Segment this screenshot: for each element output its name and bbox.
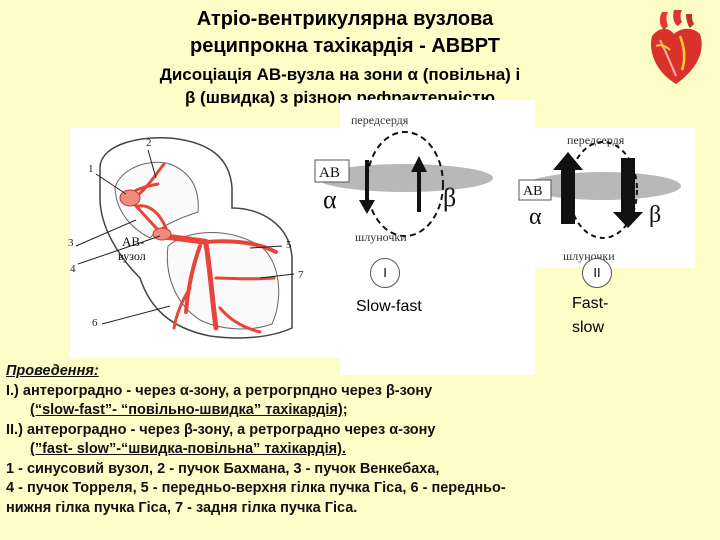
atria-label-1: передсердя	[351, 113, 409, 127]
conduction-line-i-sub: (“slow-fast”- “повільно-швидка” тахікард…	[30, 402, 348, 418]
slow-fast-circuit: передсердя АВ α β шлуночки	[314, 113, 493, 244]
alpha-arrow-head-2	[553, 152, 583, 170]
alpha-arrow-head-1	[359, 200, 375, 214]
alpha-label-2: α	[529, 204, 542, 230]
page-title: Атріо-вентрикулярна вузлова реципрокна т…	[120, 6, 570, 60]
subtitle-line-1: Дисоціація АВ-вузла на зони α (повільна)…	[159, 65, 521, 84]
slow-fast-panel-bg	[340, 100, 535, 375]
fast-slow-label-line-1: Fast-	[572, 295, 609, 312]
av-box-1	[314, 159, 350, 183]
beta-arrow-head-1	[411, 156, 427, 172]
fast-slow-label: Fast- slow	[572, 292, 608, 340]
sinus-node	[119, 189, 141, 207]
fast-slow-label-line-2: slow	[572, 319, 605, 336]
av-label-1: АВ	[319, 165, 340, 181]
av-node-label-2: вузол	[118, 249, 146, 263]
av-node-label-1: АВ-	[122, 234, 144, 249]
title-line-2: реципрокна тахікардія - АВВРТ	[190, 35, 500, 57]
beta-label-1: β	[443, 183, 456, 212]
mode-two-marker: II	[582, 258, 612, 288]
ventricles-label-1: шлуночки	[355, 230, 407, 244]
num-7: 7	[298, 269, 304, 281]
beta-arrow-shaft-2	[621, 158, 635, 214]
alpha-label-1: α	[323, 185, 337, 214]
num-6: 6	[92, 317, 98, 329]
heart-conduction-diagram: 1 2 3 4 5 6 7 АВ- вузол	[68, 137, 304, 339]
conduction-heading: Проведення:	[6, 363, 99, 379]
fast-slow-circuit: передсердя АВ α β шлуночки	[518, 133, 681, 263]
av-label-2: АВ	[523, 184, 542, 199]
num-4: 4	[70, 263, 76, 275]
pointer-numbers: 1 2 3 4 5 6 7	[68, 137, 304, 329]
beta-arrow-head-2	[613, 212, 643, 228]
av-node-band-1	[317, 164, 493, 192]
av-box-2	[518, 179, 552, 201]
num-5: 5	[286, 239, 292, 251]
conduction-line-ii: ІІ.) антероградно - через β-зону, а ретр…	[6, 421, 436, 438]
num-3: 3	[68, 237, 74, 249]
title-line-1: Атріо-вентрикулярна вузлова	[196, 8, 494, 30]
anatomical-heart-icon	[651, 10, 702, 84]
av-node	[152, 227, 172, 241]
slow-fast-label: Slow-fast	[356, 298, 422, 315]
mode-one-marker: I	[370, 258, 400, 288]
num-2: 2	[146, 137, 152, 149]
right-atrium-outline	[114, 161, 199, 239]
conduction-line-i: І.) антероградно - через α-зону, а ретро…	[6, 382, 433, 399]
legend-line-3: нижня гілка пучка Гіса, 7 - задня гілка …	[6, 499, 358, 516]
alpha-arrow-shaft-2	[561, 168, 575, 224]
conduction-description: Проведення: І.) антероградно - через α-з…	[6, 362, 716, 518]
pointer-lines	[75, 149, 295, 325]
conduction-line-ii-sub: (”fast- slow”-“швидка-повільна” тахікард…	[30, 441, 346, 457]
num-1: 1	[88, 163, 94, 175]
legend-line-1: 1 - синусовий вузол, 2 - пучок Бахмана, …	[6, 460, 440, 477]
legend-line-2: 4 - пучок Торреля, 5 - передньо-верхня г…	[6, 480, 506, 496]
beta-label-2: β	[649, 202, 661, 228]
